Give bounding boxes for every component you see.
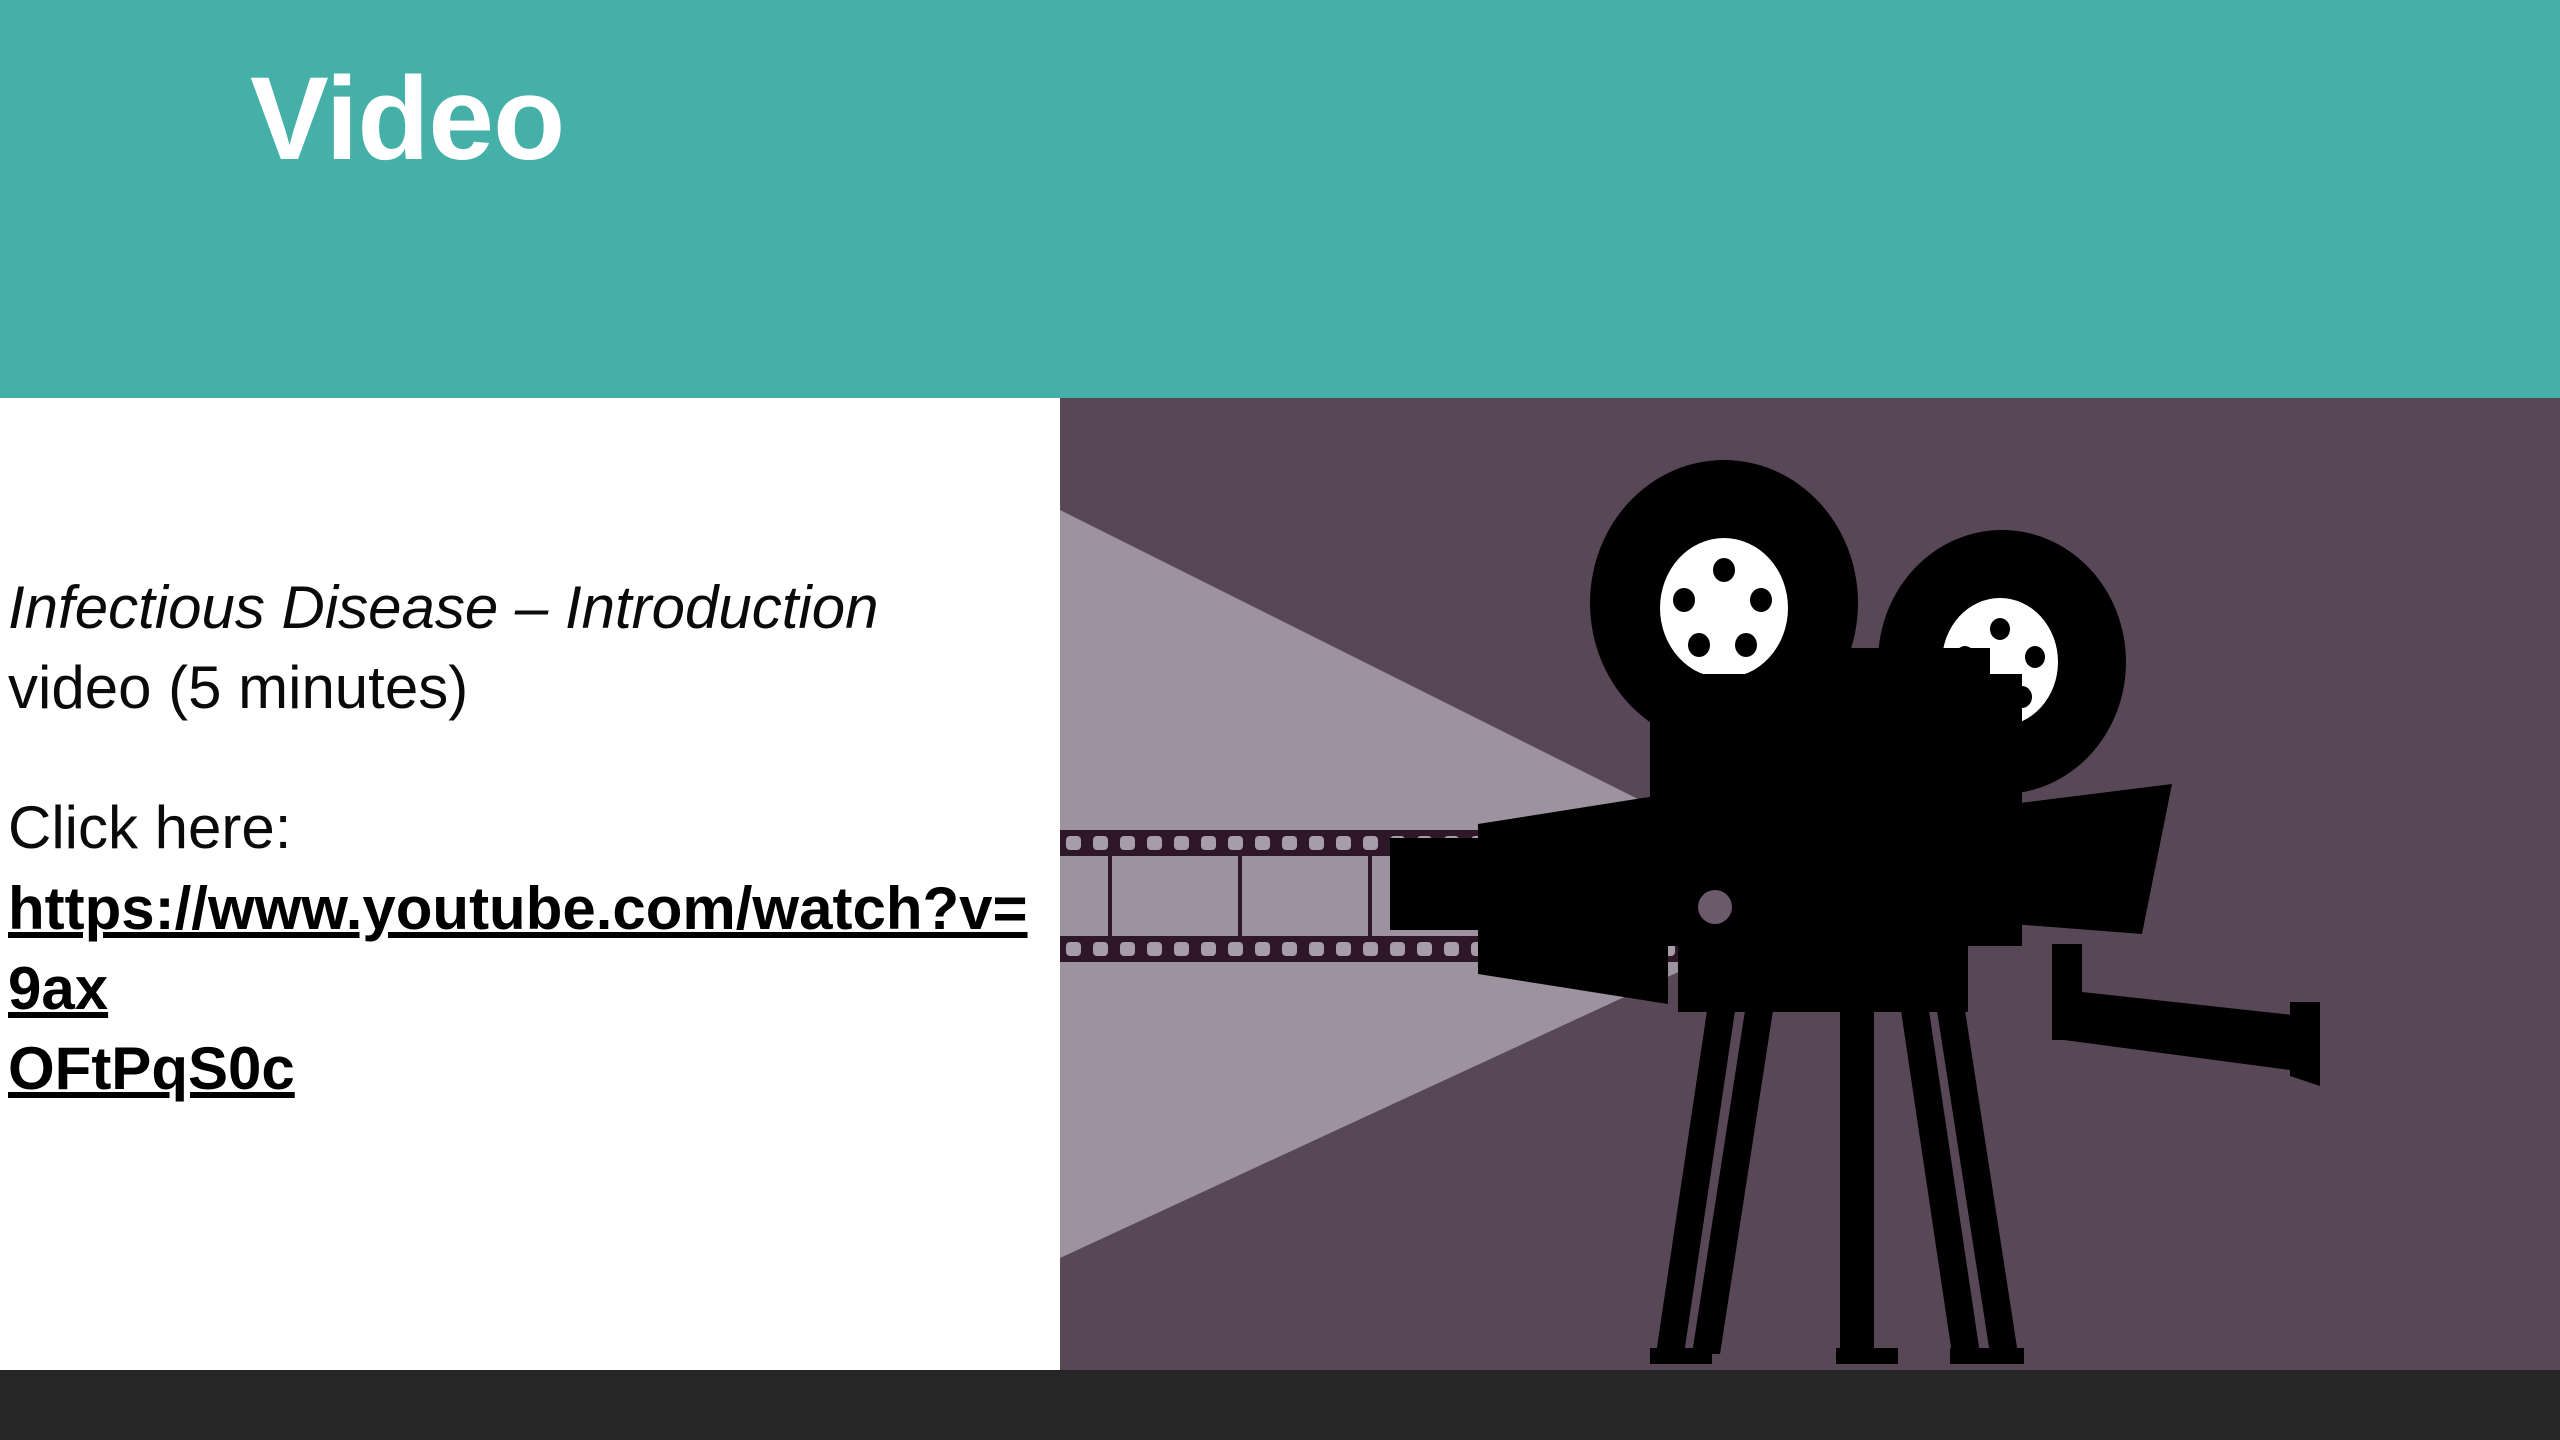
film-sprocket-hole <box>1066 836 1081 850</box>
camera-knob-icon <box>1698 890 1732 924</box>
film-sprocket-hole <box>1174 942 1189 956</box>
footer-strip <box>0 1370 2560 1440</box>
text-spacer <box>8 728 1053 788</box>
video-title-line: Infectious Disease – Introduction <box>8 574 879 641</box>
film-sprocket-hole <box>1120 942 1135 956</box>
lens-icon <box>1478 794 1668 1004</box>
content-panel: Infectious Disease – Introduction video … <box>0 398 1060 1362</box>
film-sprocket-hole <box>1309 836 1324 850</box>
rear-lens-icon <box>2012 784 2172 934</box>
film-sprocket-hole <box>1255 836 1270 850</box>
page-title: Video <box>250 53 565 185</box>
film-sprocket-hole <box>1390 942 1405 956</box>
front-hub-hole-2 <box>1673 588 1695 612</box>
video-link[interactable]: https://www.youtube.com/watch?v=9ax OFtP… <box>8 869 1053 1108</box>
film-sprocket-hole <box>1282 836 1297 850</box>
front-hub-hole-5 <box>1735 633 1757 657</box>
film-sprocket-hole <box>1309 942 1324 956</box>
film-sprocket-hole <box>1201 942 1216 956</box>
video-link-line-2[interactable]: OFtPqS0c <box>8 1034 295 1102</box>
film-frame-divider <box>1368 856 1372 936</box>
video-duration-line: video (5 minutes) <box>8 653 469 721</box>
film-sprocket-hole <box>1336 836 1351 850</box>
film-sprocket-hole <box>1363 942 1378 956</box>
film-sprocket-hole <box>1066 942 1081 956</box>
title-band: Video <box>0 0 2560 398</box>
film-sprocket-hole <box>1147 836 1162 850</box>
film-sprocket-hole <box>1363 836 1378 850</box>
tripod-legs-icon <box>1650 1004 2024 1364</box>
lens-barrel <box>1390 838 1486 930</box>
film-projector-illustration <box>1060 398 2560 1370</box>
film-sprocket-hole <box>1228 836 1243 850</box>
film-sprocket-hole <box>1336 942 1351 956</box>
film-sprocket-hole <box>1444 942 1459 956</box>
film-sprocket-hole <box>1147 942 1162 956</box>
film-sprocket-hole <box>1120 836 1135 850</box>
tripod-plate <box>1678 946 1968 1012</box>
film-sprocket-hole <box>1282 942 1297 956</box>
film-sprocket-hole <box>1174 836 1189 850</box>
body-text-block: Infectious Disease – Introduction video … <box>8 568 1053 1109</box>
crank-handle-icon <box>2052 944 2320 1086</box>
video-link-line-1[interactable]: https://www.youtube.com/watch?v=9ax <box>8 875 1028 1023</box>
film-sprocket-hole <box>1201 836 1216 850</box>
click-here-label: Click here: <box>8 793 292 861</box>
film-frame-divider <box>1238 856 1242 936</box>
rear-hub-hole-3 <box>2025 646 2045 668</box>
film-sprocket-hole <box>1093 836 1108 850</box>
film-sprocket-hole <box>1228 942 1243 956</box>
film-sprocket-hole <box>1417 942 1432 956</box>
rear-hub-hole-1 <box>1990 618 2010 640</box>
film-sprocket-hole <box>1255 942 1270 956</box>
film-frame-divider <box>1108 856 1112 936</box>
front-hub-hole-3 <box>1750 588 1772 612</box>
front-hub-hole-1 <box>1713 558 1735 582</box>
film-sprocket-hole <box>1093 942 1108 956</box>
front-hub-hole-4 <box>1688 633 1710 657</box>
